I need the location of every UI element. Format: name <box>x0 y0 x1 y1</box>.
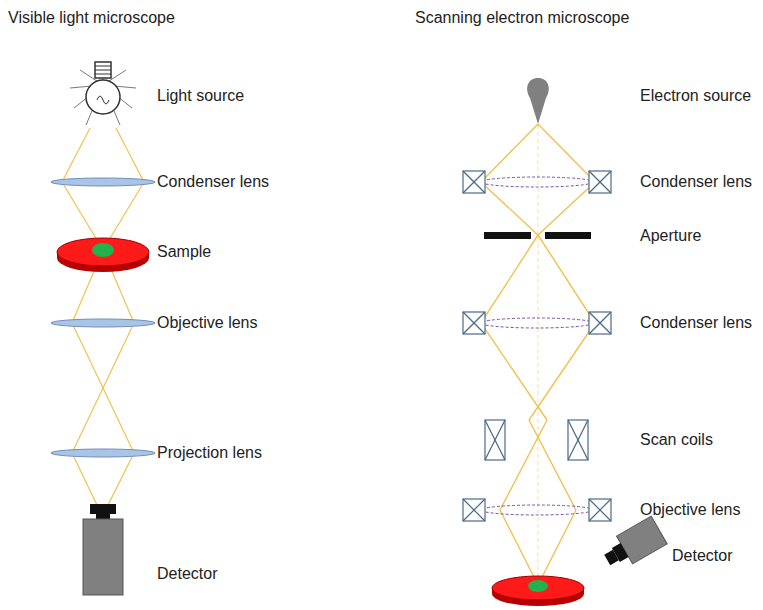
part-label: Detector <box>157 564 217 584</box>
part-label: Projection lens <box>157 443 262 463</box>
part-label: Condenser lens <box>640 313 752 333</box>
sem-sample <box>492 576 584 606</box>
part-label: Condenser lens <box>640 172 752 192</box>
projection-lens <box>51 449 155 457</box>
electron-gun <box>527 78 549 124</box>
part-label: Aperture <box>640 226 701 246</box>
part-label: Sample <box>157 242 211 262</box>
section-title: Scanning electron microscope <box>415 8 629 28</box>
section-title: Visible light microscope <box>8 8 175 28</box>
condenser-coils <box>463 312 611 334</box>
sample-disc <box>57 238 149 272</box>
part-label: Light source <box>157 86 244 106</box>
optical-axis <box>538 125 539 585</box>
scan-coils <box>485 420 588 460</box>
aperture-plate <box>484 232 591 239</box>
objective-coils <box>463 499 611 521</box>
sem-detector <box>599 516 667 574</box>
part-label: Detector <box>672 546 732 566</box>
part-label: Electron source <box>640 86 751 106</box>
part-label: Objective lens <box>640 500 741 520</box>
part-label: Scan coils <box>640 430 713 450</box>
light-bulb <box>70 62 136 125</box>
objective-lens <box>51 319 155 327</box>
electron-beam <box>481 124 595 585</box>
part-label: Objective lens <box>157 313 258 333</box>
condenser-lens <box>51 178 155 186</box>
condenser-coils <box>463 171 611 193</box>
part-label: Condenser lens <box>157 172 269 192</box>
detector-camera <box>83 504 123 595</box>
